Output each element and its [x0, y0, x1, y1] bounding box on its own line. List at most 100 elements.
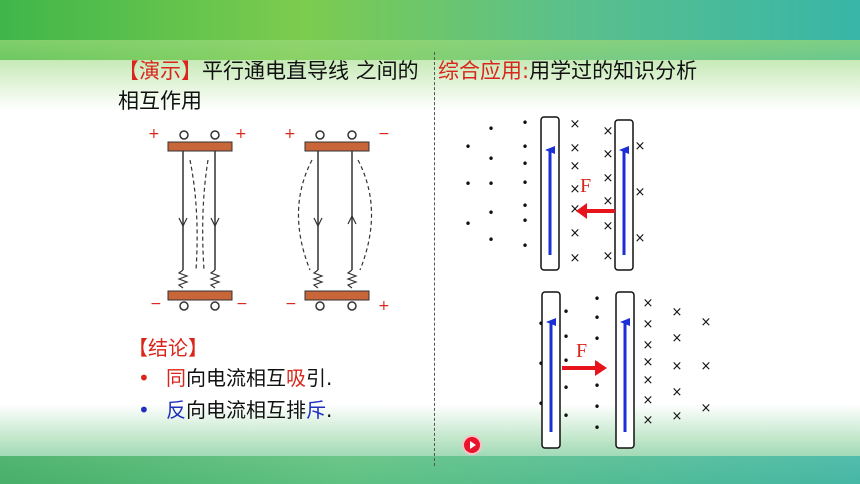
terminal-icon: [210, 130, 220, 140]
field-cross-icon: ×: [701, 401, 712, 416]
apparatus2-plus-right: +: [378, 298, 390, 314]
spring-icon: [177, 269, 189, 289]
field-cross-icon: ×: [672, 359, 683, 374]
copper-bar-bottom: [167, 290, 233, 301]
apparatus1-minus-right: −: [236, 296, 248, 312]
force-label-top: F: [580, 175, 591, 197]
dashed-divider: [434, 52, 435, 466]
field-cross-icon: ×: [643, 355, 654, 370]
background-bottom-band: [0, 456, 860, 484]
conclusion-title: 【结论】: [128, 336, 208, 360]
field-dot-icon: •: [593, 379, 600, 393]
field-dot-icon: •: [562, 354, 569, 368]
bullet-icon: •: [138, 398, 150, 422]
field-dot-icon: •: [537, 397, 544, 411]
field-cross-icon: ×: [570, 117, 581, 132]
apparatus-attract: + + − −: [148, 126, 248, 312]
field-dot-icon: •: [537, 317, 544, 331]
copper-bar-top: [167, 141, 233, 152]
field-cross-icon: ×: [643, 317, 654, 332]
highlight-same: 同: [166, 366, 186, 390]
field-cross-icon: ×: [643, 413, 654, 428]
terminal-icon: [315, 130, 325, 140]
field-dot-icon: •: [521, 176, 528, 190]
field-cross-icon: ×: [570, 226, 581, 241]
field-cross-icon: ×: [570, 251, 581, 266]
application-title: 综合应用:用学过的知识分析: [438, 56, 697, 86]
field-cross-icon: ×: [643, 393, 654, 408]
apparatus1-plus-left: +: [148, 126, 160, 142]
field-cross-icon: ×: [570, 202, 581, 217]
field-cross-icon: ×: [603, 124, 614, 139]
highlight-opposite: 反: [166, 398, 186, 422]
conclusion-tail: 引.: [306, 366, 333, 390]
terminal-icon: [347, 301, 357, 311]
field-dot-icon: •: [487, 122, 494, 136]
field-cross-icon: ×: [643, 338, 654, 353]
demo-bracket-close: 】: [181, 59, 202, 83]
demo-label: 演示: [139, 59, 181, 83]
field-dot-icon: •: [487, 152, 494, 166]
conclusion-text: 向电流相互排: [186, 398, 306, 422]
copper-bar-top: [304, 141, 370, 152]
field-dot-icon: •: [537, 357, 544, 371]
field-diagram-bottom: ••••••••••••••• ××××××××××××××× F: [537, 291, 712, 449]
terminal-icon: [315, 301, 325, 311]
play-icon[interactable]: [464, 437, 480, 453]
force-label-bottom: F: [576, 340, 587, 362]
field-dot-icon: •: [521, 214, 528, 228]
demo-title: 【演示】平行通电直导线 之间的相互作用: [118, 56, 430, 116]
field-cross-icon: ×: [603, 147, 614, 162]
field-cross-icon: ×: [603, 171, 614, 186]
force-arrow-right: [562, 360, 607, 376]
highlight-repel: 斥: [306, 398, 326, 422]
field-diagram-top: ••••••••••••••• ×××××××××××××××× F: [464, 116, 646, 271]
field-dot-icon: •: [487, 177, 494, 191]
terminal-icon: [347, 130, 357, 140]
spring-icon: [312, 269, 324, 289]
demo-text: 平行通电直导线 之间的相互作用: [118, 59, 419, 113]
terminal-icon: [179, 301, 189, 311]
demo-bracket-open: 【: [118, 59, 139, 83]
spring-icon: [346, 269, 358, 289]
field-dot-icon: •: [521, 239, 528, 253]
field-cross-icon: ×: [570, 182, 581, 197]
field-dot-icon: •: [562, 409, 569, 423]
apparatus1-minus-left: −: [150, 296, 162, 312]
field-cross-icon: ×: [570, 159, 581, 174]
field-dot-icon: •: [593, 421, 600, 435]
apparatus1-plus-right: +: [235, 126, 247, 142]
field-cross-icon: ×: [672, 331, 683, 346]
field-cross-icon: ×: [672, 385, 683, 400]
terminal-icon: [210, 301, 220, 311]
field-cross-icon: ×: [701, 315, 712, 330]
field-cross-icon: ×: [643, 296, 654, 311]
apparatus2-minus-right: −: [378, 126, 390, 142]
field-dot-icon: •: [562, 305, 569, 319]
conclusion-tail: .: [326, 398, 333, 422]
field-dot-icon: •: [562, 330, 569, 344]
field-dot-icon: •: [593, 292, 600, 306]
field-cross-icon: ×: [635, 185, 646, 200]
bullet-icon: •: [138, 366, 150, 390]
field-cross-icon: ×: [635, 231, 646, 246]
field-dot-icon: •: [593, 332, 600, 346]
apparatus-repel: + − − +: [284, 126, 390, 314]
field-dot-icon: •: [464, 140, 471, 154]
field-dot-icon: •: [464, 217, 471, 231]
terminal-icon: [179, 130, 189, 140]
field-dot-icon: •: [487, 206, 494, 220]
field-cross-icon: ×: [672, 409, 683, 424]
field-cross-icon: ×: [603, 194, 614, 209]
conclusion-item-attract: •同向电流相互吸引.: [138, 362, 332, 391]
field-cross-icon: ×: [570, 141, 581, 156]
field-dot-icon: •: [487, 233, 494, 247]
field-dot-icon: •: [521, 199, 528, 213]
field-dot-icon: •: [521, 140, 528, 154]
spring-icon: [209, 269, 221, 289]
background-top-fade: [0, 40, 860, 110]
field-cross-icon: ×: [635, 139, 646, 154]
highlight-attract: 吸: [286, 366, 306, 390]
field-dot-icon: •: [521, 157, 528, 171]
